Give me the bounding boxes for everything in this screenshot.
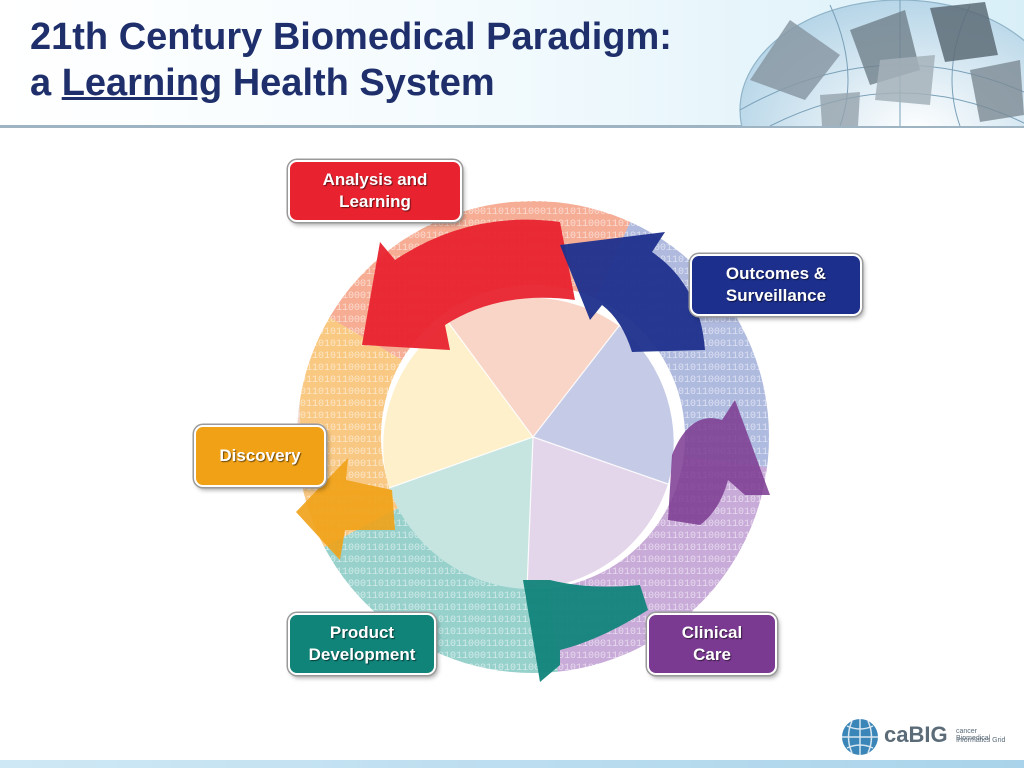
- logo-tagline-2: Informatics Grid: [956, 737, 1006, 744]
- logo-brand: caBIG: [884, 722, 948, 747]
- header-globe-collage: [739, 0, 1024, 126]
- arrow-outcomes: [560, 232, 705, 352]
- node-outcomes-and-surveillance[interactable]: Outcomes & Surveillance: [690, 254, 862, 316]
- arrow-analysis: [362, 219, 575, 350]
- globe-logo-icon: [842, 719, 878, 755]
- logo-tagline-1: cancer Biomedical: [956, 728, 991, 742]
- node-product-development[interactable]: Product Development: [288, 613, 436, 675]
- header-rule: [0, 125, 1024, 128]
- footer-bar: [0, 760, 1024, 768]
- title-line-2-prefix: a: [30, 62, 62, 104]
- arrow-clinical: [668, 400, 770, 525]
- node-analysis-and-learning[interactable]: Analysis and Learning: [288, 160, 462, 222]
- arrow-product: [523, 580, 648, 682]
- title-emphasis-learning: Learning: [61, 62, 223, 104]
- cabig-logo: caBIG cancer Biomedical Informatics Grid: [840, 716, 1010, 758]
- node-discovery[interactable]: Discovery: [194, 425, 326, 487]
- node-clinical-care[interactable]: Clinical Care: [647, 613, 777, 675]
- arrow-discovery: [296, 458, 395, 560]
- title-line-2-suffix: Health System: [222, 62, 495, 104]
- slide-title: 21th Century Biomedical Paradigm: a Lear…: [30, 14, 672, 106]
- inner-pie: [383, 297, 674, 590]
- title-line-1: 21th Century Biomedical Paradigm:: [30, 16, 672, 58]
